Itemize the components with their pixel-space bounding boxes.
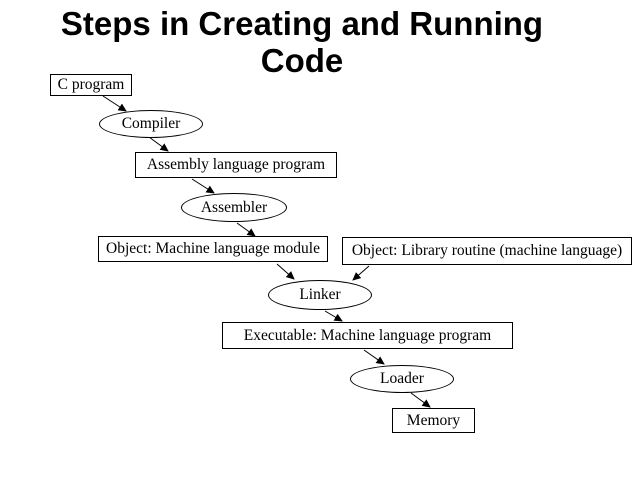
node-object-machine-language-module: Object: Machine language module: [98, 236, 328, 262]
node-assembler: Assembler: [181, 193, 287, 222]
node-object-library-routine: Object: Library routine (machine languag…: [342, 237, 632, 265]
node-loader: Loader: [350, 365, 454, 393]
slide-title: Steps in Creating and Running Code: [60, 5, 544, 79]
arrow-assembler-to-object-module: [236, 222, 256, 237]
node-assembly-language-program: Assembly language program: [135, 152, 337, 178]
arrow-linker-to-executable: [324, 310, 343, 322]
node-memory: Memory: [392, 408, 475, 433]
node-compiler: Compiler: [99, 110, 203, 138]
arrow-loader-to-memory: [410, 392, 431, 408]
arrow-compiler-to-assembly: [148, 136, 169, 152]
arrow-c-program-to-compiler: [102, 95, 127, 112]
arrow-assembly-to-assembler: [191, 178, 215, 194]
arrow-executable-to-loader: [363, 349, 385, 365]
arrow-object-module-to-linker: [276, 263, 295, 280]
node-executable-machine-language-program: Executable: Machine language program: [222, 322, 513, 349]
node-linker: Linker: [268, 280, 372, 310]
node-c-program: C program: [50, 74, 132, 96]
arrow-library-routine-to-linker: [352, 265, 370, 281]
